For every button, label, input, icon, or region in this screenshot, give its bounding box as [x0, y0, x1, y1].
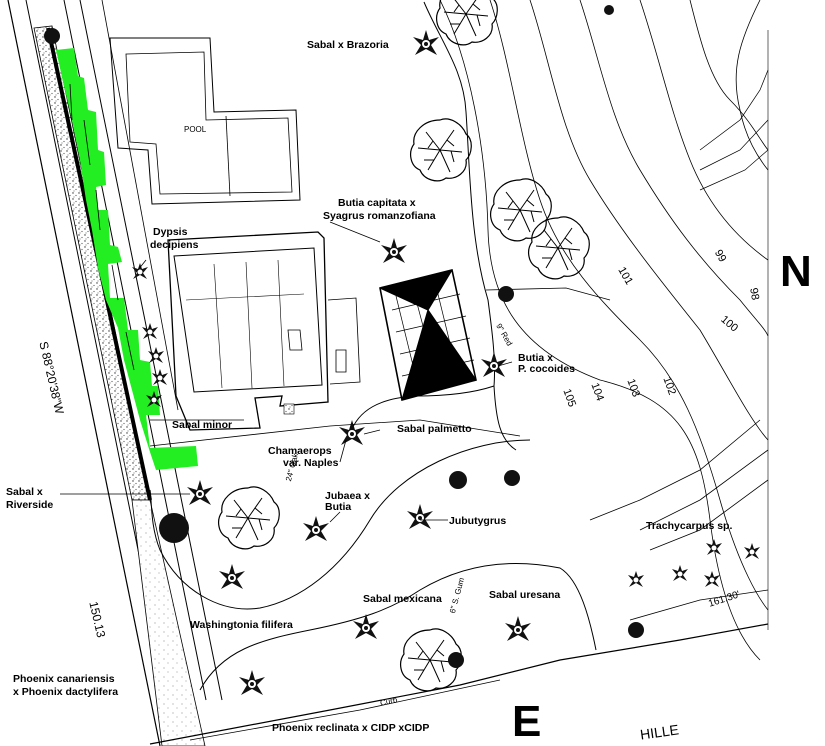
east-marker: E — [512, 697, 542, 746]
label-jubaea-1: Jubaea x — [325, 490, 370, 502]
label-washingtonia: Washingtonia filifera — [190, 619, 293, 631]
label-phoenix-can-2: x Phoenix dactylifera — [13, 686, 119, 698]
label-butia-syagrus-2: Syagrus romanzofiana — [323, 210, 436, 222]
label-sabal-minor: Sabal minor — [172, 419, 233, 431]
label-sabal-riverside-2: Riverside — [6, 499, 54, 511]
label-dypsis-2: decipiens — [150, 239, 199, 251]
label-chamaerops-2: var. Naples — [283, 457, 339, 469]
label-trachycarpus: Trachycarpus sp. — [646, 520, 733, 532]
label-sabal-uresana: Sabal uresana — [489, 589, 561, 601]
label-sabal-riverside-1: Sabal x — [6, 486, 43, 498]
label-jubutygrus: Jubutygrus — [449, 515, 507, 527]
label-jubaea-2: Butia — [325, 501, 352, 513]
label-chamaerops-1: Chamaerops — [268, 445, 332, 457]
label-butia-pcoc-2: P. cocoides — [518, 363, 576, 375]
label-phoenix-rec: Phoenix reclinata x CIDP xCIDP — [272, 722, 430, 734]
label-dypsis-1: Dypsis — [153, 226, 188, 238]
label-butia-pcoc-1: Butia x — [518, 352, 554, 364]
hedge — [56, 48, 198, 470]
label-sabal-mexicana: Sabal mexicana — [363, 593, 442, 605]
label-phoenix-can-1: Phoenix canariensis — [13, 673, 115, 685]
svg-text:POOL: POOL — [184, 125, 207, 134]
label-sabal-palmetto: Sabal palmetto — [397, 423, 472, 435]
contour-98: 98 — [747, 286, 762, 302]
label-sabal-brazoria: Sabal x Brazoria — [307, 39, 389, 51]
label-butia-syagrus-1: Butia capitata x — [338, 197, 416, 209]
north-marker: N — [780, 247, 812, 296]
